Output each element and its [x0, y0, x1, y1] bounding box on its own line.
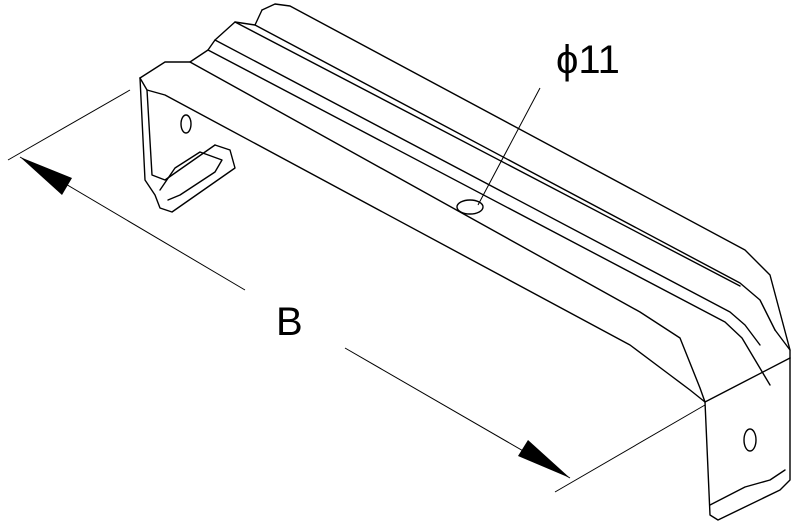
hole-left-leg: [180, 114, 192, 134]
extension-line-right: [554, 404, 706, 493]
extension-line-left: [7, 89, 131, 161]
center-hole: [456, 199, 484, 215]
arrowhead-right: [518, 440, 570, 478]
bracket-body: [139, 3, 791, 521]
hole-right-leg: [743, 428, 757, 452]
hole-diameter-label: ϕ11: [556, 38, 620, 82]
hole-leader-line: [477, 87, 541, 206]
dimension-b-label: B: [276, 300, 303, 344]
arrowhead-left: [20, 157, 72, 195]
dimension-b: [7, 89, 706, 493]
